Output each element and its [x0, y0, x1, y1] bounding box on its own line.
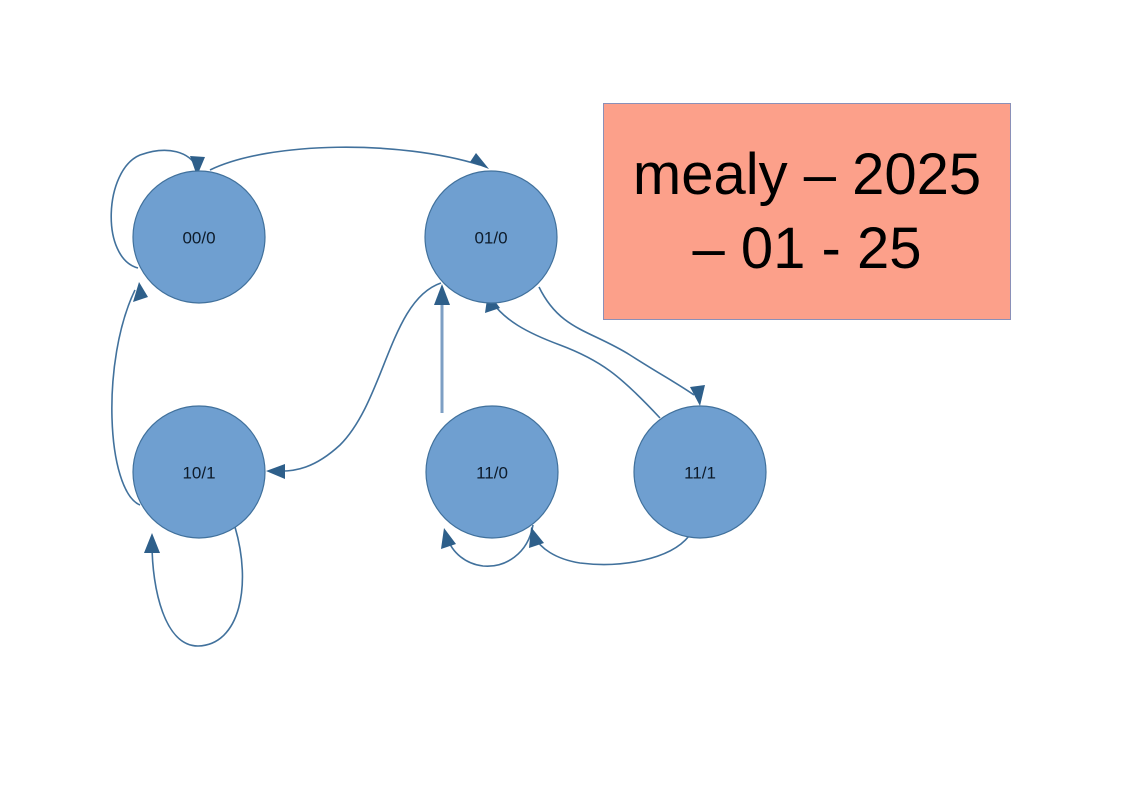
state-node-11-0[interactable]: 11/0 [425, 405, 559, 539]
edge-11-0-to-01 [434, 284, 450, 413]
state-node-01-0[interactable]: 01/0 [424, 170, 558, 304]
state-label: 01/0 [474, 229, 507, 248]
state-node-10-1[interactable]: 10/1 [132, 405, 266, 539]
state-label: 00/0 [182, 229, 215, 248]
arrowhead-icon [266, 464, 285, 479]
edge-11-1-to-11-0 [529, 527, 690, 566]
arrowhead-icon [441, 528, 456, 549]
arrowhead-icon [690, 385, 705, 406]
arrowhead-icon [529, 527, 544, 548]
edge-01-to-10 [266, 282, 442, 479]
state-circle[interactable] [633, 405, 767, 539]
edge-10-to-00 [111, 282, 148, 506]
arrowhead-icon [144, 533, 160, 553]
state-circle[interactable] [425, 405, 559, 539]
title-text: mealy – 2025 – 01 - 25 [632, 142, 982, 281]
arrowhead-icon [470, 153, 489, 169]
edge-00-to-01 [209, 146, 489, 171]
state-label: 10/1 [182, 464, 215, 483]
state-circle[interactable] [132, 405, 266, 539]
state-node-11-1[interactable]: 11/1 [633, 405, 767, 539]
state-circle[interactable] [132, 170, 266, 304]
edge-00-self-loop [110, 149, 205, 269]
state-label: 11/1 [684, 464, 716, 483]
edge-01-to-11-1 [538, 286, 705, 406]
edge-11-0-self-loop [441, 524, 534, 567]
state-node-00-0[interactable]: 00/0 [132, 170, 266, 304]
arrowhead-icon [190, 156, 205, 176]
arrowhead-icon [434, 284, 450, 305]
arrowhead-icon [133, 282, 148, 302]
state-circle[interactable] [424, 170, 558, 304]
title-text-box[interactable]: mealy – 2025 – 01 - 25 [603, 103, 1011, 320]
state-label: 11/0 [476, 464, 508, 483]
edge-10-self-loop [144, 526, 244, 647]
